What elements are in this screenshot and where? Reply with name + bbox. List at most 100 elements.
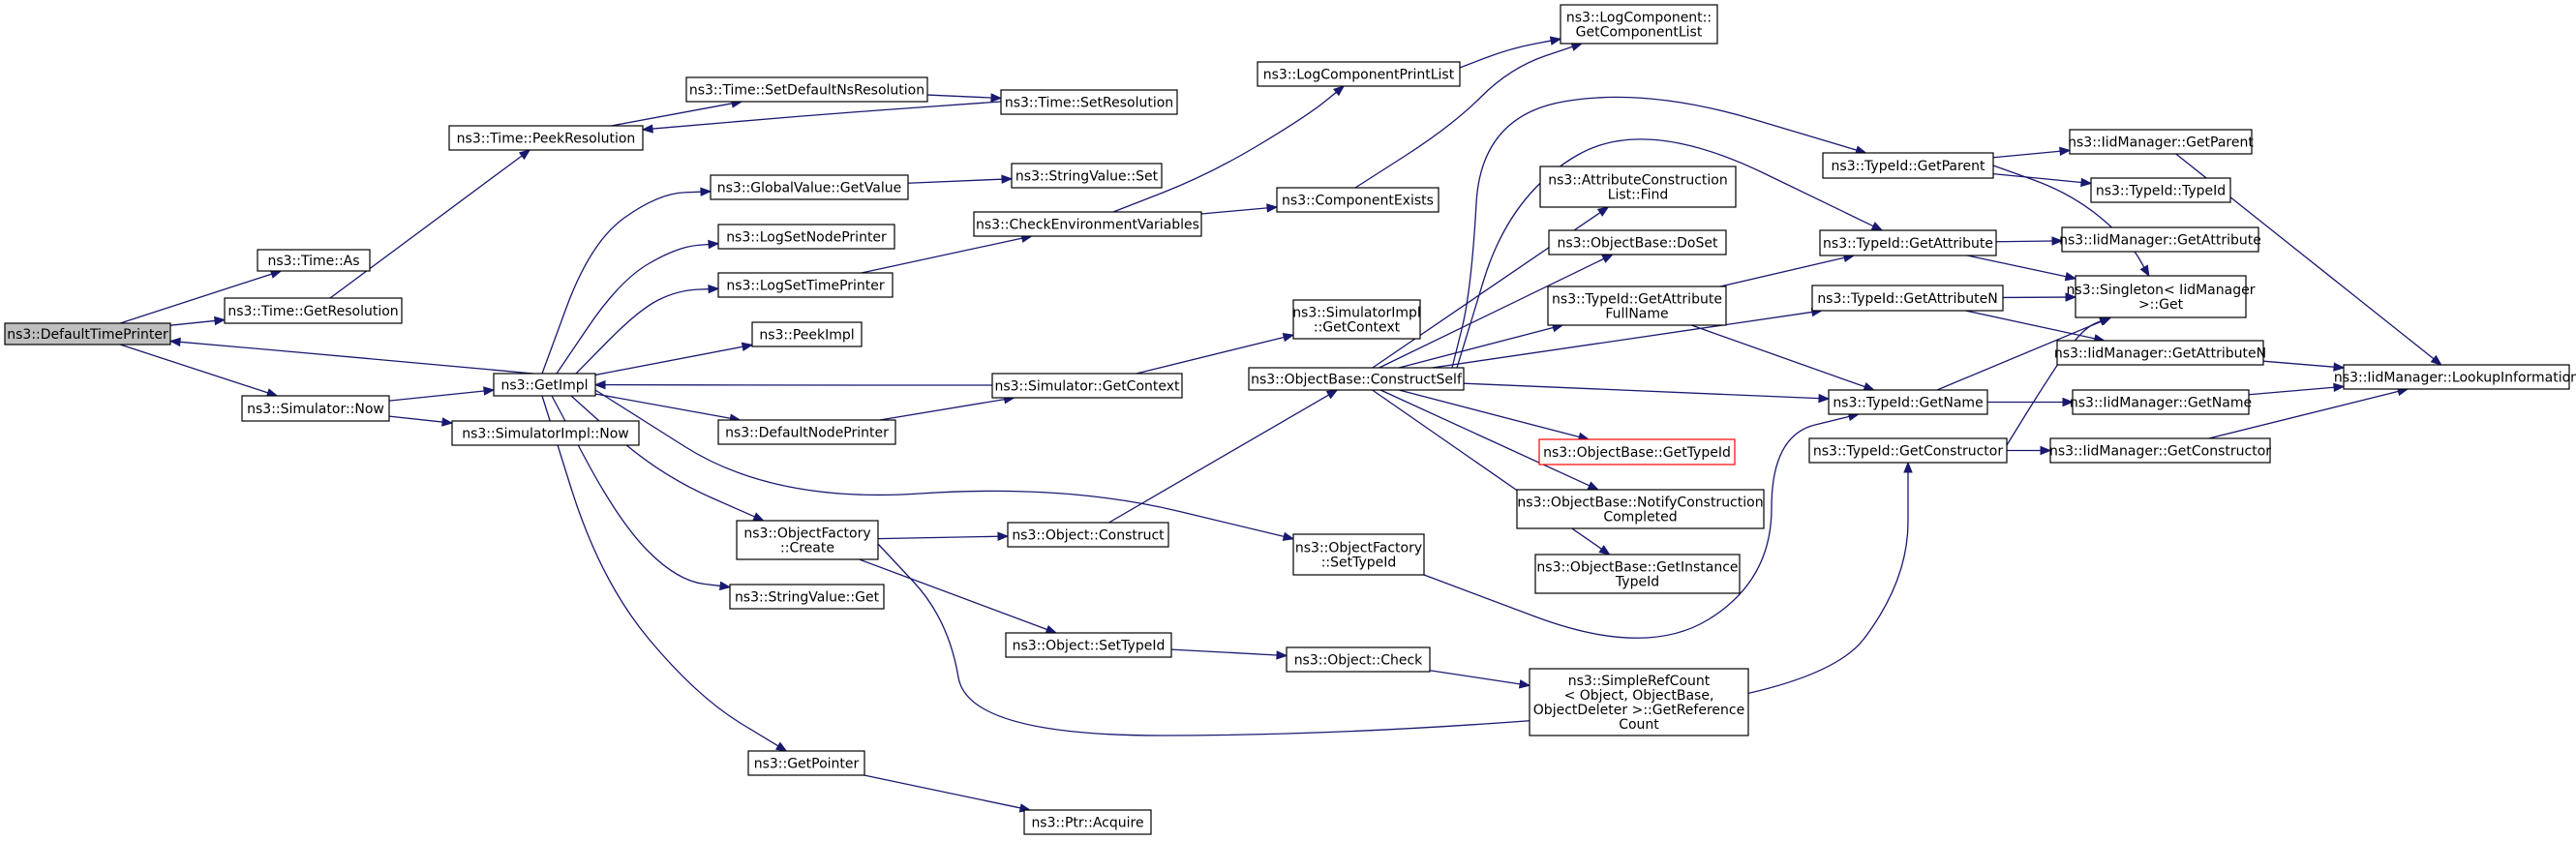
node-iidManagerGetAttributeN[interactable]: ns3::IidManager::GetAttributeN [2054, 340, 2266, 366]
edge-getImpl-to-globalValueGetValue [541, 187, 712, 375]
node-box [2069, 129, 2253, 155]
node-label: ::SetTypeId [1321, 556, 1397, 571]
node-label: List::Find [1608, 188, 1669, 203]
node-timeSetResolution[interactable]: ns3::Time::SetResolution [1000, 89, 1178, 115]
node-simulatorNow[interactable]: ns3::Simulator::Now [241, 395, 390, 422]
node-simulatorGetContext[interactable]: ns3::Simulator::GetContext [991, 373, 1183, 399]
edge-line [877, 472, 1909, 736]
node-defaultTimePrinter[interactable]: ns3::DefaultTimePrinter [4, 322, 171, 345]
node-logSetTimePrinter[interactable]: ns3::LogSetTimePrinter [717, 272, 894, 298]
node-singletonGet[interactable]: ns3::Singleton< IidManager>::Get [2067, 275, 2256, 318]
node-box [451, 420, 640, 446]
node-timeSetDefaultNsResolution[interactable]: ns3::Time::SetDefaultNsResolution [685, 76, 928, 103]
node-timeGetResolution[interactable]: ns3::Time::GetResolution [224, 297, 403, 324]
edge-typeIdGetParent-to-iidManagerGetParent [1992, 146, 2072, 159]
node-box [751, 321, 863, 347]
node-typeIdGetConstructor[interactable]: ns3::TypeId::GetConstructor [1808, 437, 2008, 464]
node-box [710, 174, 909, 200]
node-globalValueGetValue[interactable]: ns3::GlobalValue::GetValue [710, 174, 909, 200]
edge-line [1967, 255, 2067, 278]
node-timePeekResolution[interactable]: ns3::Time::PeekResolution [448, 125, 644, 151]
edge-checkEnvironmentVariables-to-componentExists [1200, 203, 1279, 215]
arrowhead-icon [990, 93, 1003, 103]
arrowhead-icon [441, 417, 454, 427]
node-objectBaseGetTypeId[interactable]: ns3::ObjectBase::GetTypeId [1538, 438, 1736, 466]
edge-line [119, 344, 268, 394]
node-peekImpl[interactable]: ns3::PeekImpl [751, 321, 863, 347]
node-label: ns3::LogComponent:: [1566, 11, 1712, 26]
node-logComponentPrintList[interactable]: ns3::LogComponentPrintList [1257, 61, 1461, 87]
node-objectCheck[interactable]: ns3::Object::Check [1286, 646, 1431, 673]
arrowhead-icon [1001, 174, 1014, 184]
node-label: ns3::SimulatorImpl::Now [462, 427, 629, 442]
edge-globalValueGetValue-to-stringValueSet [907, 174, 1014, 184]
edge-objectBaseConstructSelf-to-typeIdGetName [1463, 382, 1831, 404]
node-objectFactorySetTypeId[interactable]: ns3::ObjectFactory::SetTypeId [1292, 533, 1425, 576]
node-box [717, 419, 896, 445]
node-iidManagerGetConstructor[interactable]: ns3::IidManager::GetConstructor [2049, 437, 2271, 464]
arrowhead-icon [708, 239, 720, 250]
edge-objectConstruct-to-objectBaseConstructSelf [1108, 389, 1339, 524]
node-typeIdGetParent[interactable]: ns3::TypeId::GetParent [1822, 152, 1994, 179]
edge-iidManagerGetName-to-iidManagerLookupInformation [2248, 382, 2346, 396]
edge-line [1965, 310, 2096, 340]
node-logSetNodePrinter[interactable]: ns3::LogSetNodePrinter [717, 224, 895, 250]
edge-getImpl-to-objectFactoryCreate [570, 395, 765, 522]
node-objectFactoryCreate[interactable]: ns3::ObjectFactory::Create [736, 520, 879, 560]
node-objectBaseConstructSelf[interactable]: ns3::ObjectBase::ConstructSelf [1248, 367, 1465, 391]
node-getImpl[interactable]: ns3::GetImpl [493, 373, 596, 397]
node-objectBaseNotifyConstructionCompleted[interactable]: ns3::ObjectBase::NotifyConstructionCompl… [1516, 489, 1765, 529]
node-label: ns3::Time::SetDefaultNsResolution [689, 83, 924, 99]
arrowhead-icon [1587, 481, 1600, 491]
node-label: ns3::TypeId::TypeId [2096, 184, 2226, 199]
edge-timeGetResolution-to-timePeekResolution [329, 149, 531, 299]
node-stringValueSet[interactable]: ns3::StringValue::Set [1011, 163, 1163, 189]
node-typeIdGetName[interactable]: ns3::TypeId::GetName [1828, 389, 1988, 415]
node-simpleRefCountGetReferenceCount[interactable]: ns3::SimpleRefCount< Object, ObjectBase,… [1529, 668, 1749, 736]
node-box [1534, 554, 1741, 594]
node-simulatorImplNow[interactable]: ns3::SimulatorImpl::Now [451, 420, 640, 446]
node-iidManagerGetParent[interactable]: ns3::IidManager::GetParent [2068, 129, 2254, 155]
node-box [2056, 340, 2264, 366]
node-iidManagerGetName[interactable]: ns3::IidManager::GetName [2070, 389, 2252, 415]
node-objectBaseDoSet[interactable]: ns3::ObjectBase::DoSet [1548, 229, 1727, 255]
node-objectSetTypeId[interactable]: ns3::Object::SetTypeId [1005, 632, 1172, 658]
node-label: ns3::ObjectBase::DoSet [1558, 236, 1718, 252]
edge-line [907, 178, 1003, 184]
edge-line [575, 288, 710, 375]
node-defaultNodePrinter[interactable]: ns3::DefaultNodePrinter [717, 419, 896, 445]
node-stringValueGet[interactable]: ns3::StringValue::Get [729, 584, 885, 610]
node-typeIdTypeId[interactable]: ns3::TypeId::TypeId [2090, 177, 2231, 203]
node-box [1286, 646, 1431, 673]
node-box [736, 520, 879, 560]
node-iidManagerGetAttribute[interactable]: ns3::IidManager::GetAttribute [2059, 226, 2261, 253]
edge-defaultTimePrinter-to-simulatorNow [119, 344, 279, 398]
node-getPointer[interactable]: ns3::GetPointer [747, 750, 865, 776]
node-simulatorImplGetContext[interactable]: ns3::SimulatorImpl::GetContext [1292, 299, 1421, 340]
edge-line [1429, 670, 1521, 685]
node-iidManagerLookupInformation[interactable]: ns3::IidManager::LookupInformation [2334, 364, 2576, 390]
node-timeAs[interactable]: ns3::Time::As [257, 249, 371, 272]
node-ptrAcquire[interactable]: ns3::Ptr::Acquire [1023, 809, 1152, 835]
arrowhead-icon [2333, 362, 2346, 372]
arrowhead-icon [214, 315, 227, 326]
edge-line [877, 535, 999, 540]
edge-line [594, 393, 731, 419]
edge-line [1459, 40, 1552, 69]
node-label: ns3::SimulatorImpl [1292, 306, 1421, 321]
node-box [1822, 152, 1994, 179]
arrowhead-icon [483, 386, 496, 396]
node-objectConstruct[interactable]: ns3::Object::Construct [1007, 522, 1169, 548]
node-label: ns3::TypeId::GetParent [1832, 159, 1985, 174]
node-componentExists[interactable]: ns3::ComponentExists [1276, 187, 1440, 213]
edge-typeIdGetName-to-iidManagerGetName [1987, 397, 2075, 407]
node-checkEnvironmentVariables[interactable]: ns3::CheckEnvironmentVariables [973, 211, 1202, 237]
node-logComponentGetComponentList[interactable]: ns3::LogComponent::GetComponentList [1560, 4, 1718, 45]
edge-objectFactoryCreate-to-objectSetTypeId [859, 558, 1058, 634]
node-typeIdGetAttribute[interactable]: ns3::TypeId::GetAttribute [1819, 229, 1997, 256]
node-typeIdGetAttributeN[interactable]: ns3::TypeId::GetAttributeN [1811, 285, 2004, 312]
